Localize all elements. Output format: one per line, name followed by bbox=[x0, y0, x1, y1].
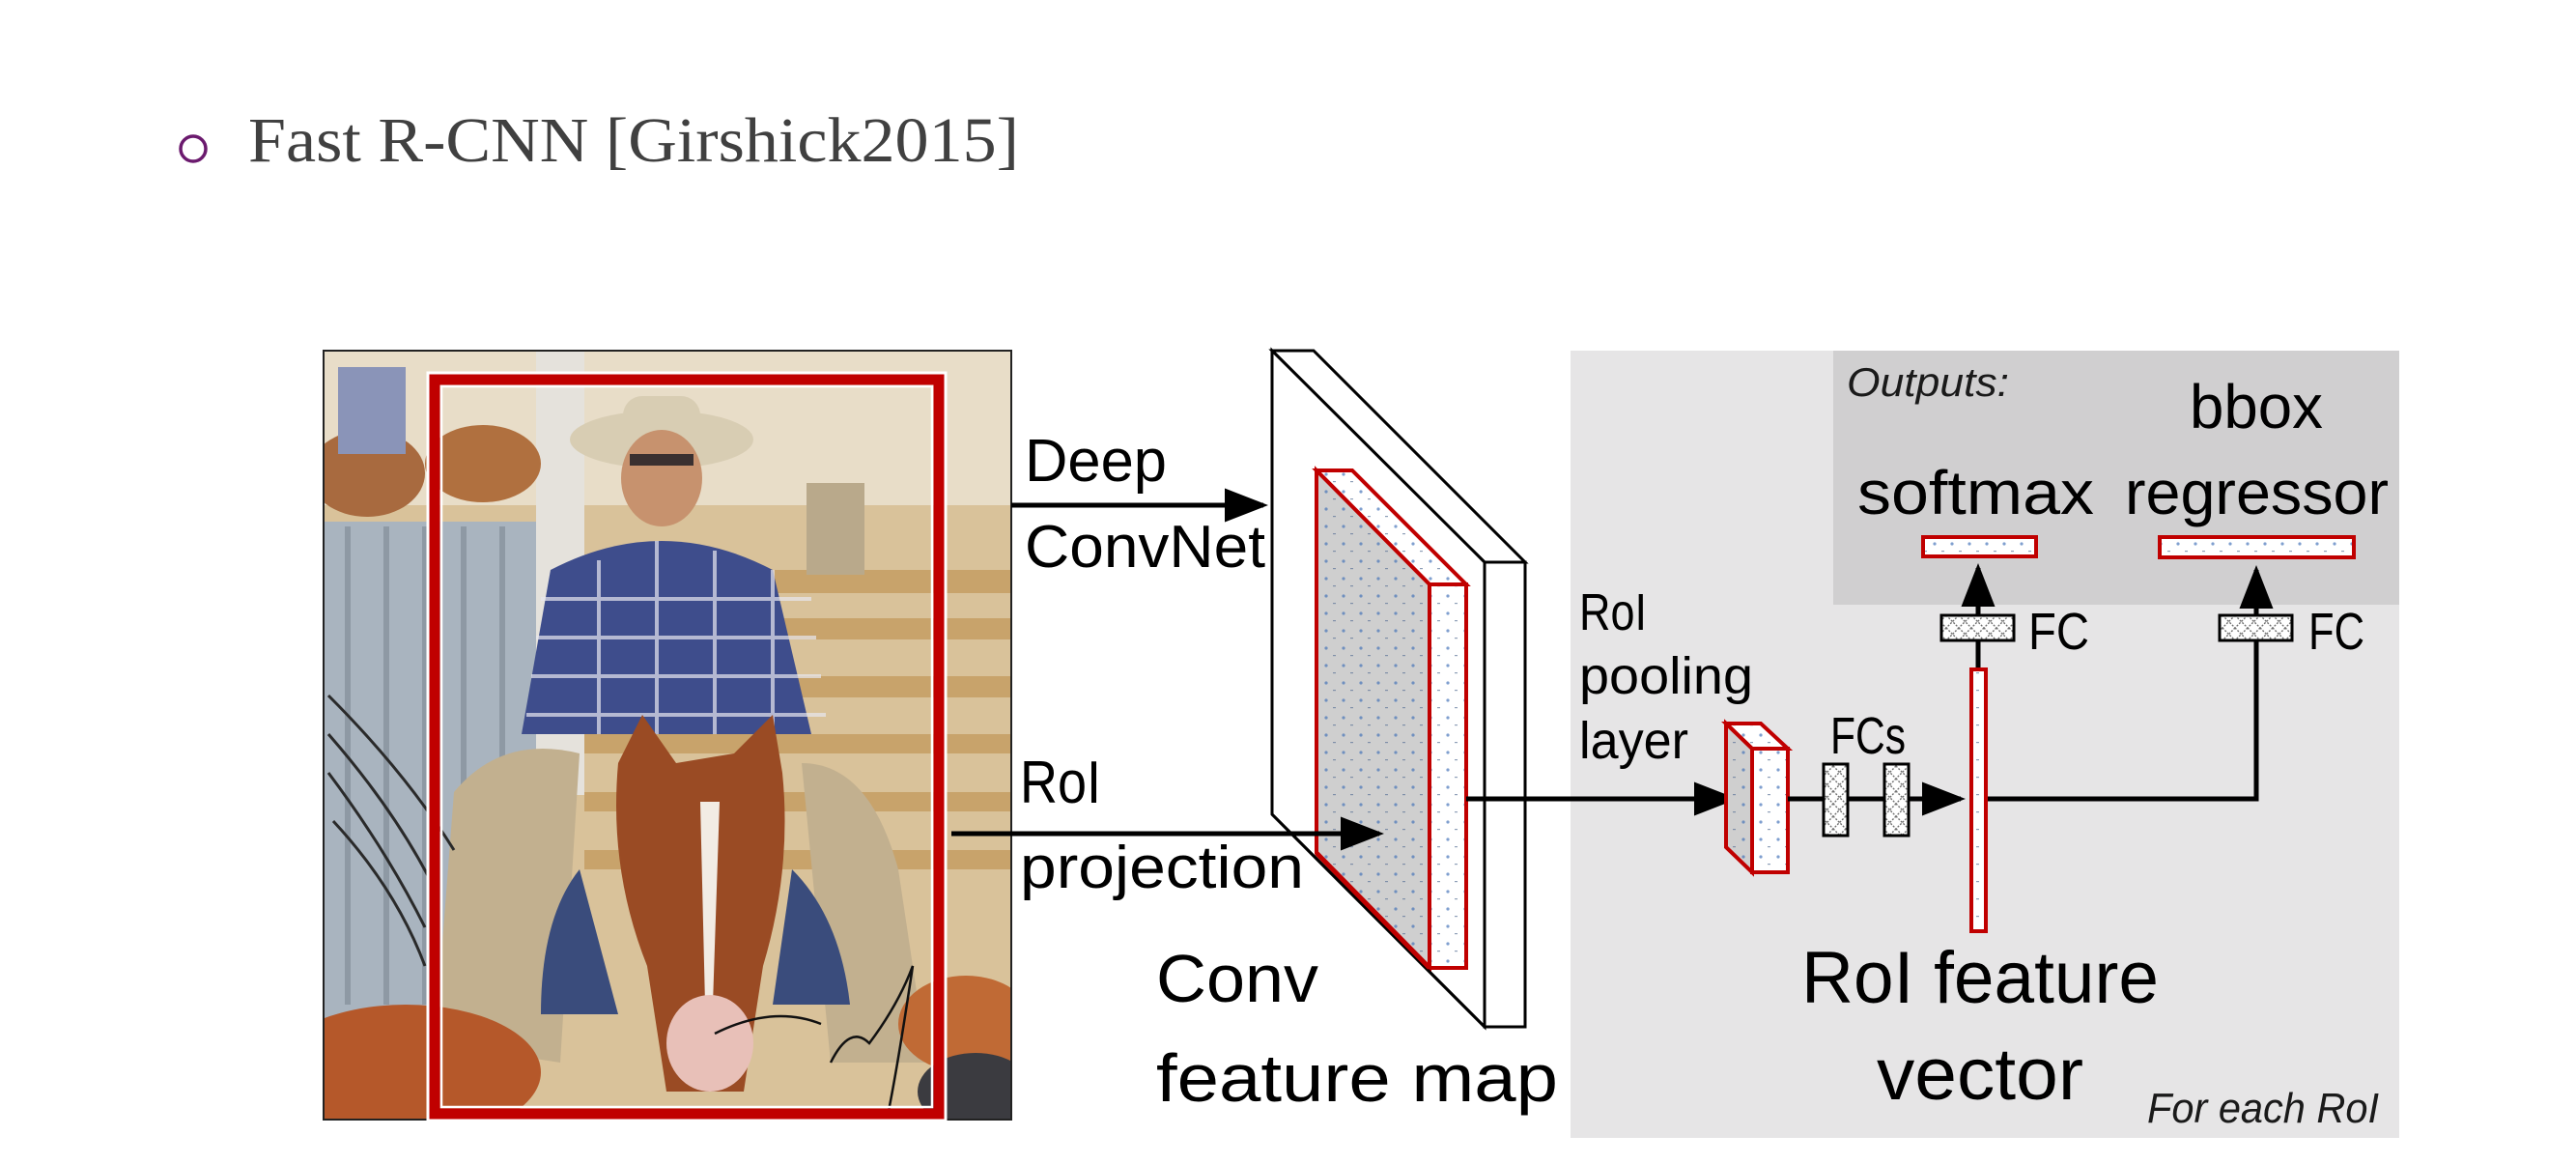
softmax-output-vector bbox=[1921, 535, 2038, 558]
bullet-circle-icon bbox=[179, 134, 208, 163]
label-fc-bbox: FC bbox=[2308, 603, 2364, 661]
roi-feature-vector bbox=[1969, 667, 1988, 933]
input-photo bbox=[324, 351, 1011, 1120]
label-bbox: bbox bbox=[2190, 372, 2323, 441]
label-roi-pooling-2: pooling bbox=[1579, 647, 1753, 705]
roi-bounding-box bbox=[426, 371, 948, 1122]
label-fc-softmax: FC bbox=[2028, 603, 2089, 661]
slide-title: Fast R-CNN [Girshick2015] bbox=[248, 105, 1019, 176]
flow-line-bbox-branch bbox=[1986, 565, 2274, 802]
fc-softmax-box bbox=[1939, 613, 2016, 642]
label-outputs: Outputs: bbox=[1847, 359, 2009, 405]
label-softmax: softmax bbox=[1857, 458, 2094, 527]
pooled-feature-box bbox=[1721, 719, 1794, 877]
label-deep: Deep bbox=[1025, 428, 1167, 495]
label-roi-projection-2: projection bbox=[1020, 835, 1304, 901]
fc-bbox-box bbox=[2218, 613, 2294, 642]
label-roi-pooling-3: layer bbox=[1579, 712, 1688, 770]
fc-layer-2 bbox=[1882, 762, 1911, 838]
slab-edge bbox=[1270, 812, 1486, 1029]
title-bullet: Fast R-CNN [Girshick2015] bbox=[179, 105, 1019, 176]
label-feature-map: feature map bbox=[1156, 1040, 1558, 1116]
label-vector: vector bbox=[1877, 1034, 2083, 1116]
fc-layer-1 bbox=[1822, 762, 1850, 838]
roi-region-edge bbox=[1315, 851, 1431, 970]
label-roi-feature: RoI feature bbox=[1801, 937, 2159, 1019]
label-convnet: ConvNet bbox=[1025, 514, 1265, 581]
bbox-output-vector bbox=[2158, 535, 2356, 559]
label-for-each-roi: For each RoI bbox=[2147, 1085, 2379, 1132]
label-regressor: regressor bbox=[2125, 458, 2389, 527]
label-conv: Conv bbox=[1156, 941, 1318, 1016]
label-roi-pooling-1: RoI bbox=[1579, 583, 1647, 641]
label-fcs: FCs bbox=[1830, 707, 1906, 765]
label-roi-projection-1: RoI bbox=[1020, 750, 1101, 816]
outputs-panel bbox=[1833, 351, 2399, 605]
